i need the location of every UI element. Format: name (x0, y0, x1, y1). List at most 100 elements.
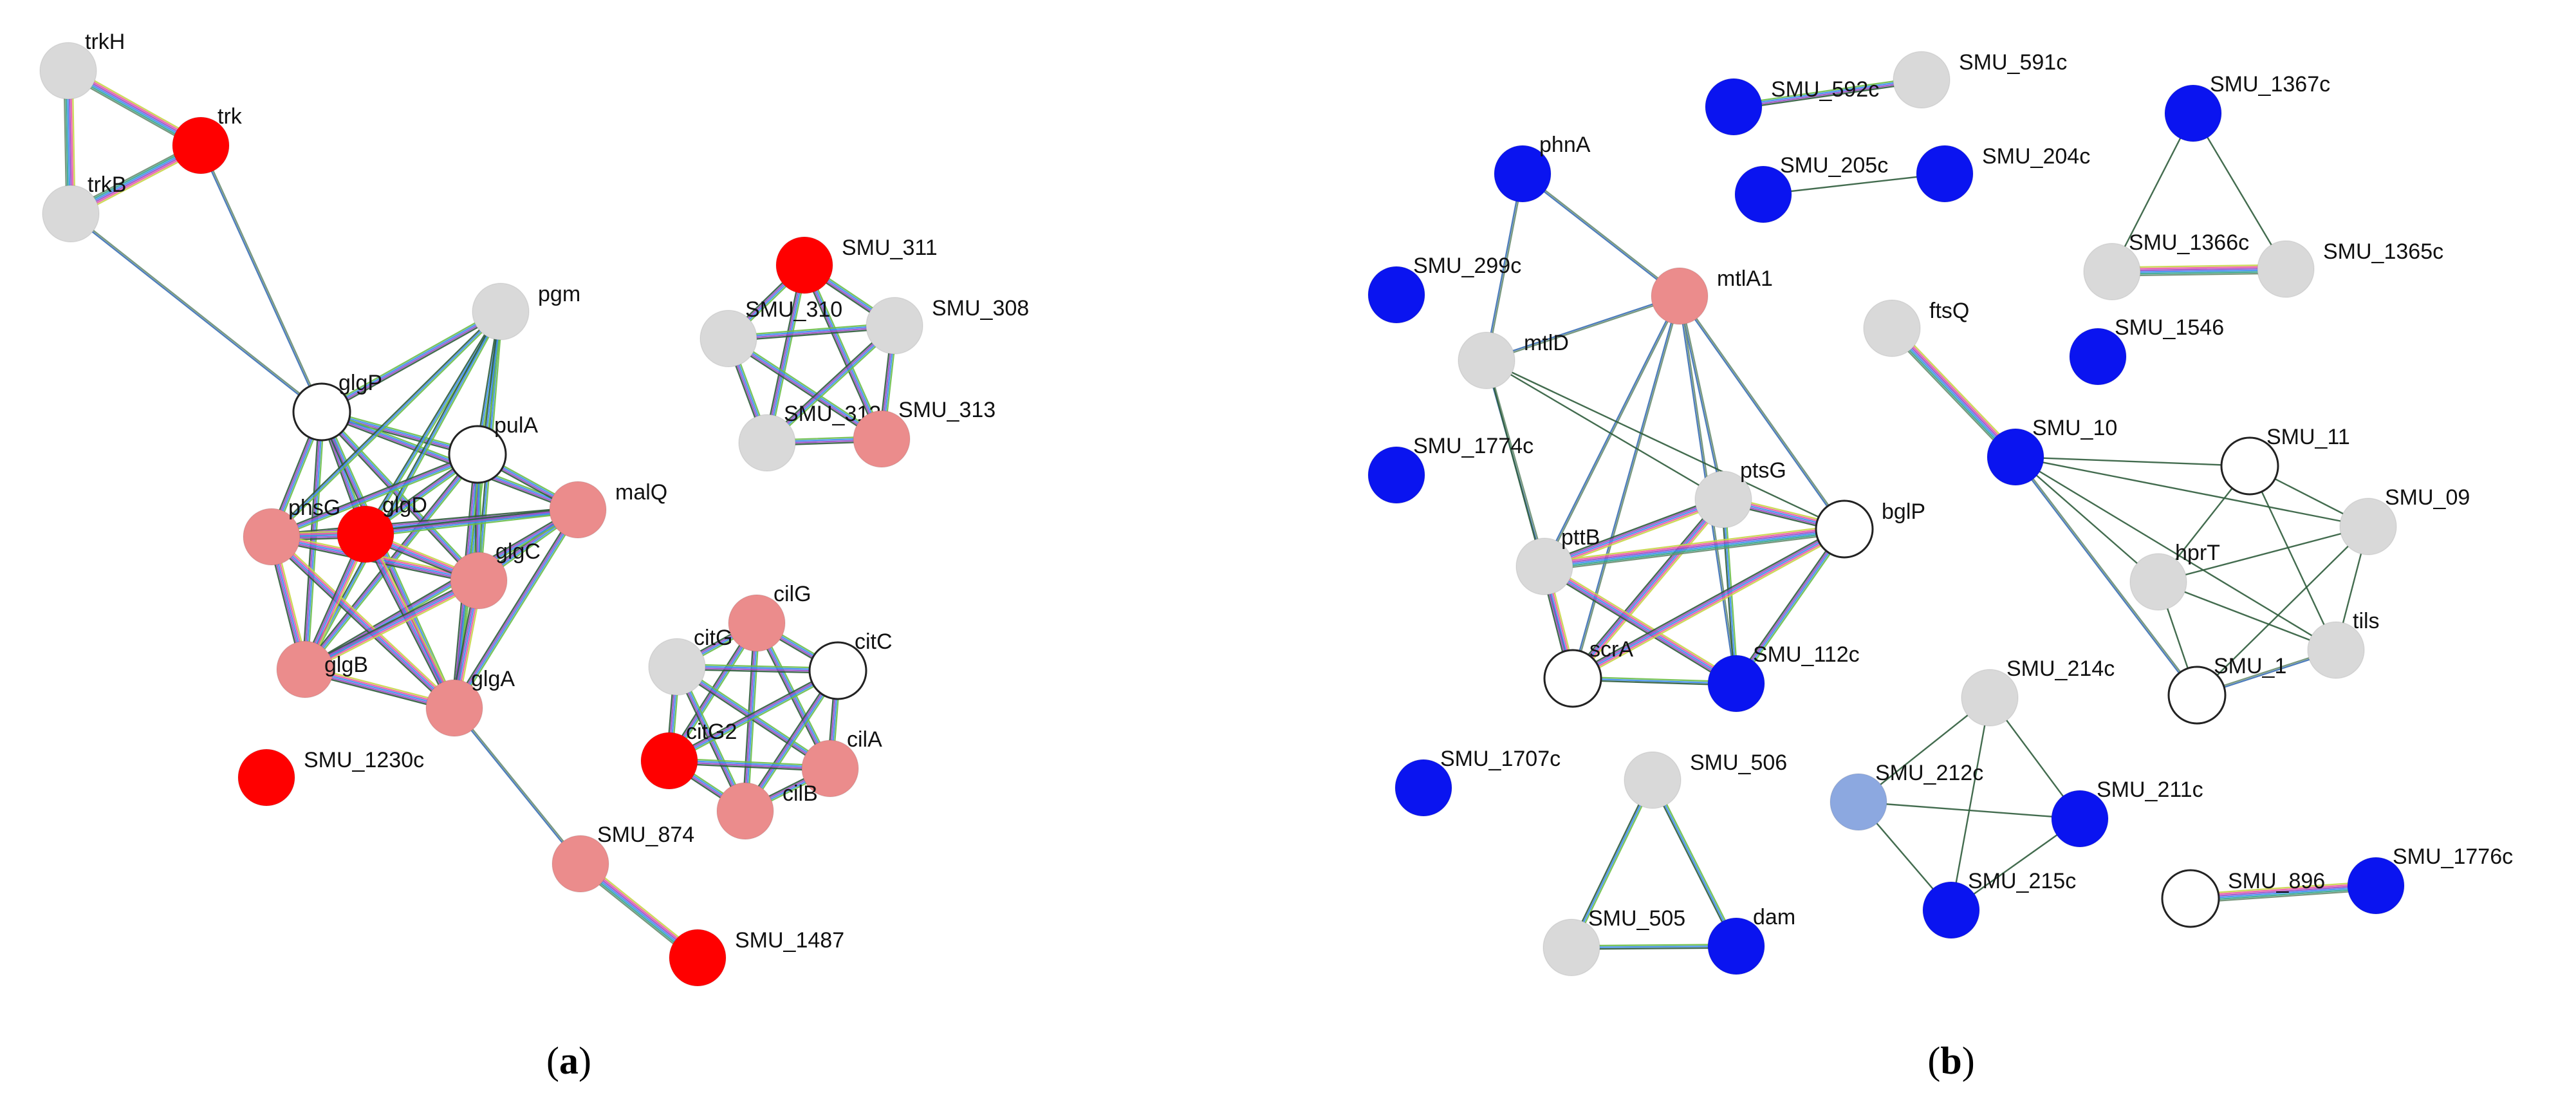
node-SMU_1707c: SMU_1707c (1395, 747, 1561, 817)
node-pgm: pgm (472, 282, 580, 340)
node-SMU_313: SMU_313 (853, 398, 996, 468)
node-SMU_1365c: SMU_1365c (2257, 239, 2443, 298)
node-label: SMU_112c (1753, 642, 1860, 667)
node-scrA: scrA (1543, 637, 1633, 708)
node-glgB: glgB (276, 640, 368, 698)
edge-bglP-SMU_112c (1733, 527, 1848, 686)
node-label: SMU_1365c (2323, 239, 2443, 264)
node-label: SMU_205c (1780, 153, 1888, 178)
edge-citC-citG2 (667, 667, 840, 764)
node-label: phnA (1539, 133, 1591, 157)
edge-mtlA1-bglP (1678, 295, 1846, 530)
edge-SMU_11-tils (2248, 465, 2337, 651)
node-SMU_591c: SMU_591c (1893, 50, 2067, 109)
edge-phnA-mtlD (1485, 172, 1524, 362)
node-SMU_506: SMU_506 (1624, 750, 1787, 809)
node-SMU_214c: SMU_214c (1961, 657, 2115, 727)
edge-ptsG-pttB (1542, 495, 1726, 571)
edge-SMU_10-hprT (2014, 456, 2160, 583)
node-trkB: trkB (42, 172, 126, 243)
node-SMU_10: SMU_10 (1987, 416, 2117, 486)
node-label: SMU_1230c (304, 748, 424, 772)
edge-mtlA1-pttB (1543, 295, 1682, 568)
node-label: SMU_592c (1771, 77, 1879, 102)
node-SMU_205c: SMU_205c (1734, 153, 1888, 223)
node-label: SMU_1774c (1413, 434, 1534, 458)
node-label: ptsG (1740, 458, 1786, 483)
edge-SMU_592c-SMU_591c (1732, 76, 1923, 111)
edge-SMU_310-SMU_313 (726, 335, 884, 442)
edge-glgC-glgB (302, 577, 481, 673)
edge-SMU_1367c-SMU_1365c (2192, 112, 2287, 270)
node-bglP: bglP (1815, 499, 1925, 559)
node-label: mtlD (1524, 331, 1569, 355)
edge-malQ-glgA (451, 507, 581, 711)
edge-hprT-tils (2157, 581, 2337, 651)
node-cilB: cilB (716, 781, 818, 840)
node-SMU_1776c: SMU_1776c (2347, 844, 2513, 915)
node-SMU_896: SMU_896 (2161, 869, 2325, 928)
node-ftsQ: ftsQ (1863, 299, 1969, 357)
node-label: SMU_1367c (2210, 72, 2330, 97)
node-label: SMU_10 (2032, 416, 2117, 440)
node-label: glgP (338, 371, 382, 395)
edge-SMU_1367c-SMU_1366c (2111, 112, 2194, 273)
node-label: citC (855, 629, 893, 654)
node-label: citG2 (686, 720, 737, 744)
node-label: SMU_211c (2097, 778, 2203, 802)
node-label: cilB (783, 781, 818, 806)
node-label: glgC (496, 539, 541, 564)
node-citG2: citG2 (640, 720, 737, 790)
node-label: trkB (88, 172, 126, 197)
node-label: SMU_506 (1690, 750, 1787, 775)
node-SMU_310: SMU_310 (700, 297, 842, 368)
node-label: citG (694, 626, 732, 650)
node-SMU_505: SMU_505 (1543, 906, 1685, 976)
node-label: pulA (494, 413, 538, 438)
edge-ftsQ-SMU_10 (1888, 324, 2019, 461)
edge-trk-glgP (199, 144, 324, 413)
node-SMU_1367c: SMU_1367c (2164, 72, 2330, 142)
node-glgD: glgD (337, 493, 427, 563)
node-citC: citC (808, 629, 893, 700)
node-label: SMU_214c (2006, 657, 2115, 681)
node-pulA: pulA (448, 413, 538, 484)
node-label: malQ (615, 480, 667, 505)
node-SMU_1: SMU_1 (2167, 654, 2286, 725)
edge-phnA-mtlA1 (1521, 172, 1681, 298)
edge-SMU_09-SMU_1 (2196, 525, 2369, 696)
edge-phsG-glgA (268, 534, 458, 711)
node-label: SMU_204c (1982, 144, 2090, 169)
node-label: SMU_1707c (1440, 747, 1561, 771)
edge-glgP-glgB (301, 411, 326, 671)
edge-mtlA1-scrA (1571, 295, 1682, 680)
node-mtlA1: mtlA1 (1651, 266, 1773, 325)
node-SMU_874: SMU_874 (551, 823, 694, 893)
edge-mtlD-ptsG (1485, 359, 1725, 501)
node-label: cilG (774, 582, 811, 606)
node-label: SMU_896 (2228, 869, 2325, 893)
node-label: SMU_11 (2266, 425, 2350, 449)
node-label: SMU_1 (2214, 654, 2286, 678)
edge-SMU_212c-SMU_211c (1857, 801, 2081, 820)
edge-SMU_10-SMU_09 (2014, 456, 2369, 528)
node-label: SMU_310 (745, 297, 842, 322)
edge-trkB-glgP (69, 212, 324, 414)
edge-SMU_1366c-SMU_1365c (2111, 264, 2287, 277)
node-label: bglP (1882, 499, 1925, 524)
node-label: cilA (847, 727, 882, 752)
node-SMU_1230c: SMU_1230c (237, 748, 424, 806)
node-label: glgD (382, 493, 427, 517)
node-label: pgm (538, 282, 580, 306)
node-SMU_112c: SMU_112c (1707, 642, 1860, 713)
node-tils: tils (2307, 609, 2380, 679)
edge-pgm-phsG (269, 309, 503, 539)
node-label: SMU_1487 (735, 928, 844, 953)
node-label: dam (1753, 905, 1795, 929)
node-cilA: cilA (801, 727, 882, 797)
node-trk: trk (172, 104, 243, 174)
